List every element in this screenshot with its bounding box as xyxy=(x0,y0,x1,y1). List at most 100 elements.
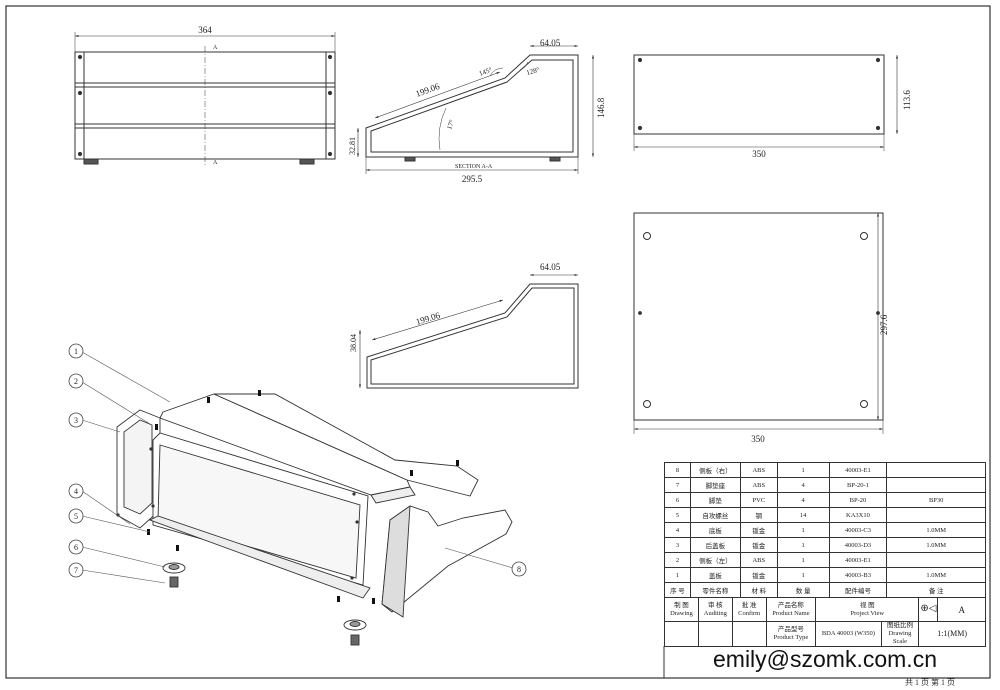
callout-balloon-6 xyxy=(68,539,84,555)
bom-note: 1.0MM xyxy=(886,537,986,553)
bom-no: 3 xyxy=(664,537,691,553)
bom-quantity: 1 xyxy=(776,567,830,583)
auditing-label-en: Auditing xyxy=(703,609,727,617)
back-panel-view xyxy=(633,212,884,434)
bom-part-code: BP-20-1 xyxy=(828,477,888,493)
top-view-width-dim: 364 xyxy=(198,25,212,35)
sheet-border xyxy=(5,5,991,679)
bom-no: 7 xyxy=(664,477,691,493)
section-marker-top: A xyxy=(213,45,218,51)
bom-header-qty: 数 量 xyxy=(776,582,830,598)
bom-row: 7 脚垫座 ABS 4 BP-20-1 xyxy=(664,477,986,493)
bom-header-code: 配件编号 xyxy=(828,582,888,598)
bom-note xyxy=(886,462,986,478)
product-name-label-cn: 产品名称 xyxy=(777,601,804,609)
callout-label-1: 1 xyxy=(74,347,78,356)
exploded-view xyxy=(81,351,514,646)
bom-row: 4 底板 钣金 1 40003-C3 1.0MM xyxy=(664,522,986,538)
product-name-label-en: Product Name xyxy=(772,609,810,617)
callout-label-7: 7 xyxy=(74,566,78,575)
callout-balloons: 1 2 3 4 5 6 7 8 xyxy=(68,343,527,578)
bom-material: ABS xyxy=(739,477,778,493)
bom-part-code: 40003-E1 xyxy=(828,552,888,568)
bom-row: 6 脚垫 PVC 4 BP-20 BP30 xyxy=(664,492,986,508)
scale-label-cn: 图纸比例 xyxy=(886,622,913,629)
callout-label-3: 3 xyxy=(74,416,78,425)
section-title: SECTION A-A xyxy=(455,164,493,170)
bom-quantity: 14 xyxy=(776,507,830,523)
product-type-label-cn: 产品型号 xyxy=(777,626,804,633)
bom-no: 8 xyxy=(664,462,691,478)
bom-part-name: 侧板（左） xyxy=(689,552,741,568)
bom-no: 6 xyxy=(664,492,691,508)
side-slope-dim: 199.06 xyxy=(415,310,442,327)
project-view-label-en: Project View xyxy=(850,609,885,617)
bom-quantity: 1 xyxy=(776,522,830,538)
section-angle-a: 145° xyxy=(478,66,493,78)
section-depth-dim: 295.5 xyxy=(462,174,483,184)
contact-email: emily@szomk.com.cn xyxy=(713,646,937,672)
bom-no: 4 xyxy=(664,522,691,538)
bom-header-name: 零件名称 xyxy=(689,582,741,598)
callout-label-6: 6 xyxy=(74,543,78,552)
bom-quantity: 4 xyxy=(776,492,830,508)
bom-part-code: BP-20 xyxy=(828,492,888,508)
back-panel-width-dim: 350 xyxy=(751,434,765,444)
drawing-label-cn: 制 图 xyxy=(674,601,689,609)
callout-label-5: 5 xyxy=(74,512,78,521)
bom-part-name: 后盖板 xyxy=(689,537,741,553)
bom-part-code: 40003-B3 xyxy=(828,567,888,583)
section-slope-dim: 199.06 xyxy=(414,81,441,99)
front-panel-width-dim: 350 xyxy=(752,149,766,159)
product-type-value: BDA 40003 (W350) xyxy=(815,621,882,647)
bom-no: 2 xyxy=(664,552,691,568)
back-panel-height-dim: 297.6 xyxy=(879,314,889,335)
confirm-label-cn: 批 准 xyxy=(741,601,757,609)
bom-row: 5 自攻螺丝 钢 14 KA3X10 xyxy=(664,507,986,523)
front-panel-height-dim: 113.6 xyxy=(902,90,912,110)
bom-part-name: 脚垫 xyxy=(689,492,741,508)
bom-part-name: 侧板（右） xyxy=(689,462,741,478)
bom-material: ABS xyxy=(739,462,778,478)
bom-quantity: 4 xyxy=(776,477,830,493)
top-front-view xyxy=(74,32,336,165)
bom-note xyxy=(886,477,986,493)
bom-note: 1.0MM xyxy=(886,522,986,538)
side-profile-view xyxy=(358,273,579,389)
callout-balloon-1 xyxy=(68,343,84,359)
bom-header-material: 材 料 xyxy=(739,582,778,598)
bom-material: 钢 xyxy=(739,507,778,523)
section-height-dim: 146.8 xyxy=(596,97,606,118)
section-view xyxy=(356,44,595,174)
bom-note: BP30 xyxy=(886,492,986,508)
bom-part-code: KA3X10 xyxy=(828,507,888,523)
scale-value: 1:1(MM) xyxy=(918,621,986,647)
bom-part-name: 底板 xyxy=(689,522,741,538)
section-marker-bottom: A xyxy=(213,160,218,166)
callout-label-4: 4 xyxy=(74,487,78,496)
bom-row: 1 盖板 钣金 1 40003-B3 1.0MM xyxy=(664,567,986,583)
callout-label-2: 2 xyxy=(74,377,78,386)
callout-balloon-7 xyxy=(68,562,84,578)
bill-of-materials: 8 侧板（右） ABS 1 40003-E1 7 脚垫座 ABS 4 BP-20… xyxy=(664,462,986,598)
bom-part-code: 40003-C3 xyxy=(828,522,888,538)
callout-label-8: 8 xyxy=(517,565,521,574)
bom-quantity: 1 xyxy=(776,537,830,553)
bom-header-no: 序 号 xyxy=(664,582,691,598)
section-angle-b: 128° xyxy=(525,66,540,77)
projection-icon: ⊕◁ xyxy=(920,603,937,614)
sheet-count: 共 1 页 第 1 页 xyxy=(905,678,955,687)
callout-balloon-3 xyxy=(68,412,84,428)
bom-material: 钣金 xyxy=(739,522,778,538)
bom-part-name: 盖板 xyxy=(689,567,741,583)
bom-row: 3 后盖板 钣金 1 40003-D3 1.0MM xyxy=(664,537,986,553)
